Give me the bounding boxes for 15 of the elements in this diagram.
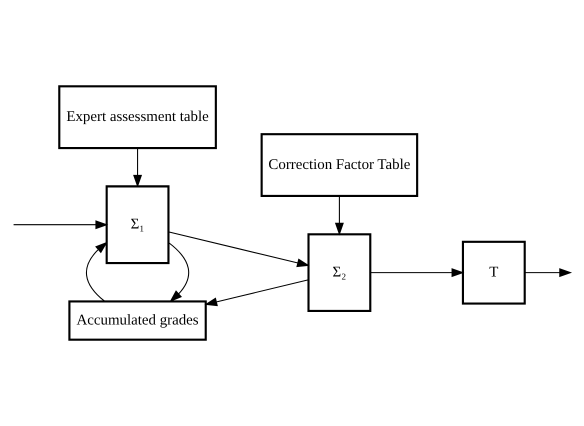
arrow xyxy=(133,148,142,188)
arrow xyxy=(168,231,310,268)
arrow xyxy=(168,242,190,302)
node-box: Correction Factor Table xyxy=(260,133,418,198)
arrow xyxy=(14,220,108,230)
arrow xyxy=(86,242,108,302)
node-box: Accumulated grades xyxy=(68,300,207,341)
node-box: Σ₁ xyxy=(106,185,170,264)
arrow xyxy=(370,268,464,278)
arrow xyxy=(524,268,572,278)
node-box: Expert assessment table xyxy=(58,85,217,150)
node-box: T xyxy=(462,240,526,305)
arrow xyxy=(334,196,344,236)
arrow xyxy=(204,279,308,306)
node-box: Σ₂ xyxy=(307,233,372,312)
